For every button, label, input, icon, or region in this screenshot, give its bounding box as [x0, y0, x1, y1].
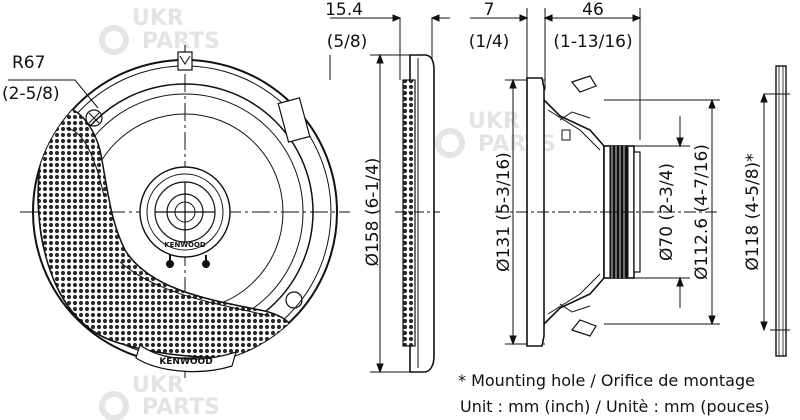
frame-diameter: Ø131 (5-3/16)	[494, 152, 514, 272]
section-terminal-top	[570, 75, 597, 93]
section-view	[470, 8, 720, 347]
side-depth-mm: 15.4	[325, 0, 363, 20]
magnet-diameter: Ø70 (2-3/4)	[657, 163, 677, 261]
watermark-top: UKR PARTS	[99, 6, 220, 55]
watermark-middle-line1: UKR	[468, 109, 520, 134]
side-grille	[402, 79, 416, 347]
basket-diameter: Ø112.6 (4-7/16)	[692, 144, 712, 280]
mounting-panel	[775, 65, 787, 357]
flange-mm: 7	[484, 0, 495, 20]
depth-mm: 46	[582, 0, 604, 20]
section-terminal-bottom	[570, 319, 597, 337]
flange-inch: (1/4)	[469, 32, 510, 52]
right-terminal-tab	[277, 97, 311, 143]
radius-leader-line	[8, 79, 99, 109]
side-depth-inch: (5/8)	[327, 32, 368, 52]
radius-label: R67	[12, 53, 45, 73]
watermark-top-line1: UKR	[132, 6, 184, 31]
side-profile-body	[409, 54, 435, 373]
watermark-bottom-line1: UKR	[132, 373, 184, 398]
side-profile-view	[329, 14, 450, 374]
watermark-bottom: UKR PARTS	[99, 373, 220, 420]
side-outer-diameter: Ø158 (6-1/4)	[363, 158, 383, 267]
depth-inch: (1-13/16)	[553, 32, 632, 52]
section-flange	[526, 77, 545, 347]
grille-brand-label: KENWOOD	[159, 357, 212, 367]
unit-note: Unit : mm (inch) / Unitè : mm (pouces)	[460, 397, 770, 416]
watermark-top-line2: PARTS	[142, 29, 220, 54]
screw-hole-bottom-right	[285, 291, 303, 309]
mounting-hole-diameter: Ø118 (4-5/8)*	[743, 153, 763, 270]
mounting-panel-view	[760, 65, 790, 357]
mounting-hole-note: * Mounting hole / Orifice de montage	[458, 371, 755, 390]
radius-label-inch: (2-5/8)	[2, 84, 60, 104]
tweeter-brand-label: KENWOOD	[164, 241, 206, 249]
grille-badge	[135, 344, 237, 373]
watermark-bottom-line2: PARTS	[142, 395, 220, 420]
top-mount-tab	[177, 51, 193, 71]
screw-hole-top-left	[85, 109, 103, 127]
